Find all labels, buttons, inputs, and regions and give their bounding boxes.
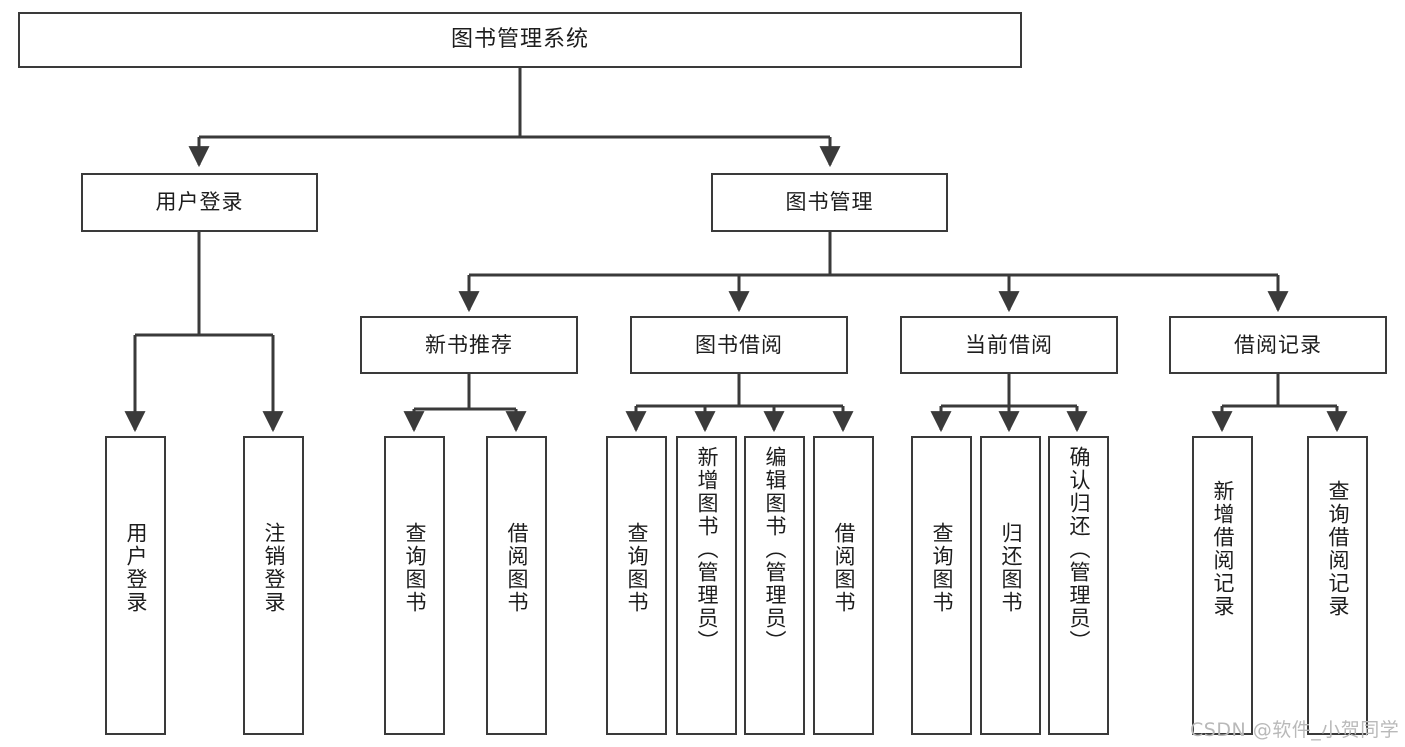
leaf-query-book-recommend[interactable]: 查询图书	[384, 436, 445, 735]
leaf-add-book-admin[interactable]: 新增图书（管理员）	[676, 436, 737, 735]
node-current-borrow[interactable]: 当前借阅	[900, 316, 1118, 374]
node-label: 查询图书	[625, 522, 649, 614]
leaf-return-book[interactable]: 归还图书	[980, 436, 1041, 735]
node-label: 确认归还（管理员）	[1067, 446, 1091, 653]
leaf-query-borrow-record[interactable]: 查询借阅记录	[1307, 436, 1368, 735]
node-label: 查询借阅记录	[1326, 480, 1350, 618]
leaf-query-book-current[interactable]: 查询图书	[911, 436, 972, 735]
node-borrow-records[interactable]: 借阅记录	[1169, 316, 1387, 374]
leaf-edit-book-admin[interactable]: 编辑图书（管理员）	[744, 436, 805, 735]
node-label: 用户登录	[155, 190, 244, 215]
node-label: 归还图书	[999, 522, 1023, 614]
node-label: 借阅记录	[1234, 332, 1322, 357]
node-book-borrow[interactable]: 图书借阅	[630, 316, 848, 374]
node-label: 查询图书	[403, 522, 427, 614]
leaf-user-login[interactable]: 用户登录	[105, 436, 166, 735]
node-label: 注销登录	[262, 522, 286, 614]
node-user-login[interactable]: 用户登录	[81, 173, 318, 232]
leaf-add-borrow-record[interactable]: 新增借阅记录	[1192, 436, 1253, 735]
leaf-confirm-return-admin[interactable]: 确认归还（管理员）	[1048, 436, 1109, 735]
node-label: 编辑图书（管理员）	[763, 446, 787, 653]
leaf-logout[interactable]: 注销登录	[243, 436, 304, 735]
node-label: 图书管理系统	[450, 27, 589, 53]
node-label: 新增借阅记录	[1211, 480, 1235, 618]
node-new-book-recommend[interactable]: 新书推荐	[360, 316, 578, 374]
node-label: 新书推荐	[425, 332, 513, 357]
node-root-system[interactable]: 图书管理系统	[18, 12, 1022, 68]
node-label: 借阅图书	[505, 522, 529, 614]
node-label: 图书借阅	[695, 332, 783, 357]
leaf-query-book-borrow[interactable]: 查询图书	[606, 436, 667, 735]
node-label: 借阅图书	[832, 522, 856, 614]
node-label: 图书管理	[785, 190, 874, 215]
node-label: 新增图书（管理员）	[695, 446, 719, 653]
node-book-management[interactable]: 图书管理	[711, 173, 948, 232]
node-label: 查询图书	[930, 522, 954, 614]
node-label: 当前借阅	[965, 332, 1053, 357]
node-label: 用户登录	[124, 522, 148, 614]
leaf-borrow-book[interactable]: 借阅图书	[813, 436, 874, 735]
leaf-borrow-book-recommend[interactable]: 借阅图书	[486, 436, 547, 735]
csdn-watermark: CSDN @软件_小贺同学	[1190, 719, 1400, 741]
